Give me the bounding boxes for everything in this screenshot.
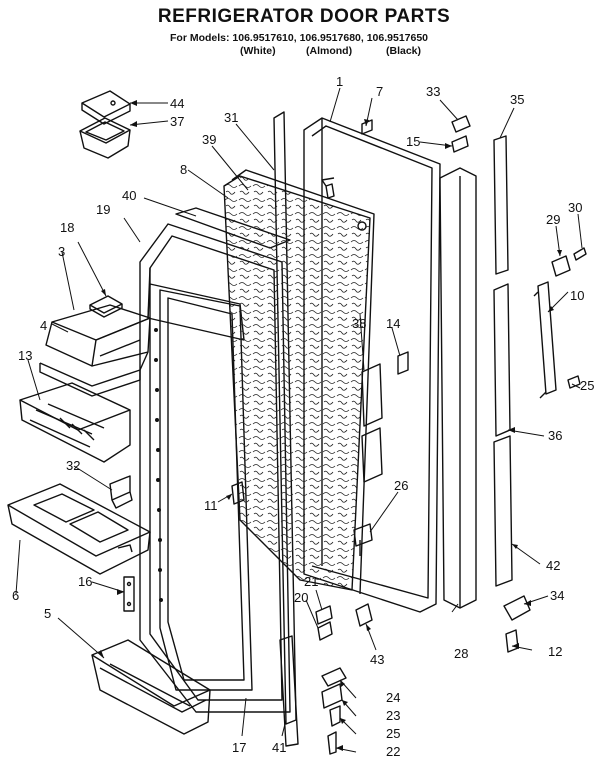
label-31: 31 <box>224 110 238 125</box>
liner-dots <box>154 328 163 602</box>
label-37: 37 <box>170 114 184 129</box>
label-4: 4 <box>40 318 47 333</box>
label-8: 8 <box>180 162 187 177</box>
label-20: 20 <box>294 590 308 605</box>
part-30-screw <box>573 247 587 261</box>
variant-black: (Black) <box>386 45 422 57</box>
label-35: 35 <box>510 92 524 107</box>
label-11: 11 <box>204 498 218 513</box>
part-42-strip <box>493 435 513 587</box>
label-36: 36 <box>548 428 562 443</box>
variant-almond: (Almond) <box>306 45 353 57</box>
part-16-shape <box>123 576 135 612</box>
part-11-shape <box>231 481 245 505</box>
label-7: 7 <box>376 84 383 99</box>
label-25-bottom: 25 <box>386 726 400 741</box>
top-screw <box>321 177 335 199</box>
label-38: 38 <box>352 316 366 331</box>
part-35-strip <box>493 135 509 275</box>
label-17: 17 <box>232 740 246 755</box>
variant-white: (White) <box>240 45 276 57</box>
part-20-21-shape <box>315 605 333 641</box>
part-33-shape <box>451 115 471 133</box>
label-22: 22 <box>386 744 400 759</box>
part-34-shape <box>503 595 531 621</box>
part-41-strip <box>279 635 299 747</box>
label-19: 19 <box>96 202 110 217</box>
label-15: 15 <box>406 134 420 149</box>
top-pin <box>357 221 367 231</box>
label-30: 30 <box>568 200 582 215</box>
part-37-shape <box>79 117 131 159</box>
bottom-hinge-stack <box>321 667 347 755</box>
diagram-title: REFRIGERATOR DOOR PARTS <box>157 6 451 27</box>
label-25-right: 25 <box>580 378 594 393</box>
part-32-shape <box>109 475 133 509</box>
part-25-screw-right <box>567 375 581 389</box>
part-26-shape <box>353 523 373 556</box>
part-1-door-panel <box>303 117 441 613</box>
label-18: 18 <box>60 220 74 235</box>
label-12: 12 <box>548 644 562 659</box>
label-33: 33 <box>426 84 440 99</box>
label-40: 40 <box>122 188 136 203</box>
models-line: For Models: 106.9517610, 106.9517680, 10… <box>170 32 429 44</box>
label-34: 34 <box>550 588 564 603</box>
label-26: 26 <box>394 478 408 493</box>
label-43: 43 <box>370 652 384 667</box>
label-44: 44 <box>170 96 184 111</box>
label-39: 39 <box>202 132 216 147</box>
label-28: 28 <box>454 646 468 661</box>
label-5: 5 <box>44 606 51 621</box>
label-32: 32 <box>66 458 80 473</box>
label-14: 14 <box>386 316 400 331</box>
label-13: 13 <box>18 348 32 363</box>
part-14-shape <box>397 351 409 375</box>
leader-arrowheads <box>98 100 562 751</box>
label-29: 29 <box>546 212 560 227</box>
label-3: 3 <box>58 244 65 259</box>
part-3-4-shape <box>39 304 151 397</box>
part-36-strip <box>493 283 511 437</box>
part-10-handle <box>533 281 557 399</box>
part-28-rail <box>439 167 477 609</box>
label-41: 41 <box>272 740 286 755</box>
part-12-screw <box>505 629 519 653</box>
label-10: 10 <box>570 288 584 303</box>
label-24: 24 <box>386 690 400 705</box>
label-6: 6 <box>12 588 19 603</box>
part-7-shape <box>361 119 373 135</box>
label-1: 1 <box>336 74 343 89</box>
part-29-shape <box>551 255 571 277</box>
label-23: 23 <box>386 708 400 723</box>
label-16: 16 <box>78 574 92 589</box>
part-38-plates <box>361 363 383 483</box>
part-labels: 1 3 4 5 6 7 8 10 11 12 13 14 15 16 17 18… <box>12 74 594 759</box>
part-43-shape <box>355 603 373 627</box>
label-42: 42 <box>546 558 560 573</box>
part-6-shape <box>7 483 151 575</box>
part-13-shape <box>19 382 131 463</box>
part-44-shape <box>81 90 131 125</box>
label-21: 21 <box>304 574 318 589</box>
part-18-shape <box>89 295 123 318</box>
part-15-shape <box>451 135 469 153</box>
